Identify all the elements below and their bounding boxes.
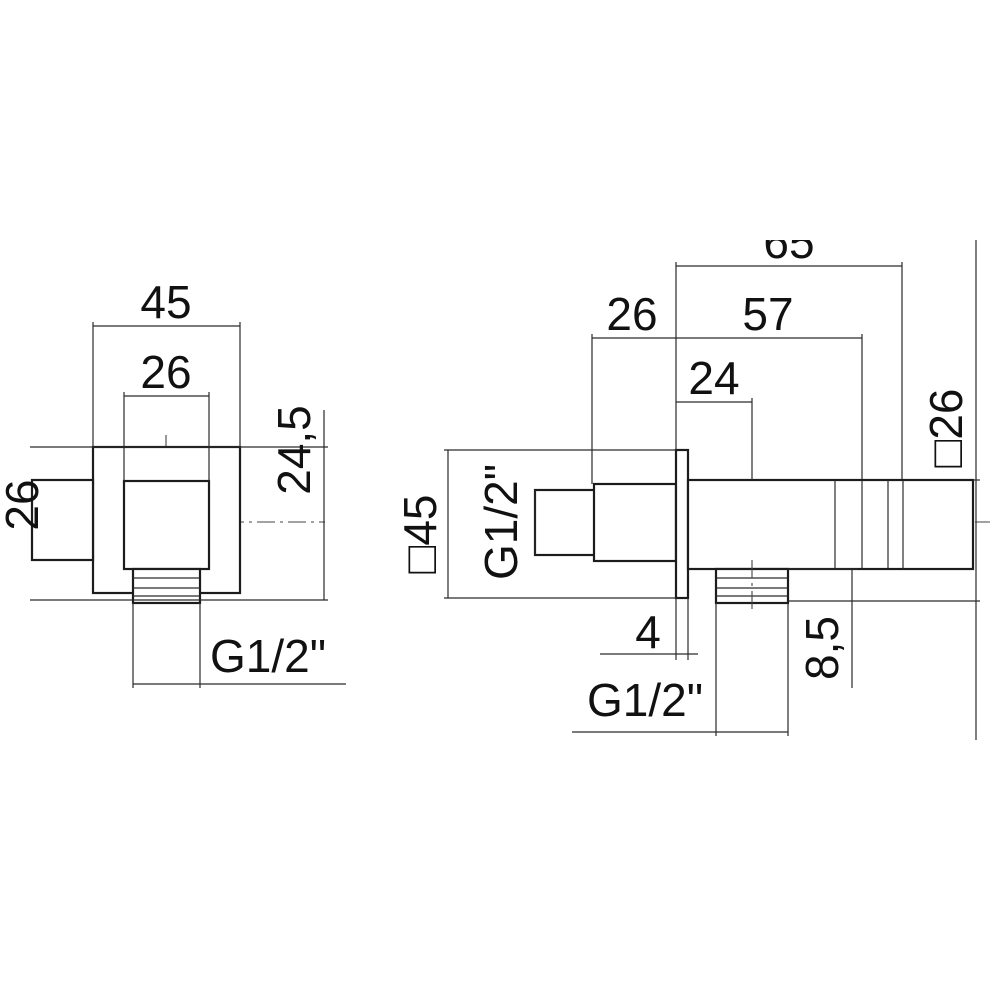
front-width-inner-label: 26 [140, 346, 191, 398]
side-outlet-offset-label: 24 [688, 352, 739, 404]
front-height-label: 24,5 [268, 405, 320, 495]
side-outlet-thread-label: G1/2" [587, 674, 703, 726]
side-flange-thickness-label: 4 [635, 606, 661, 658]
side-flange-plate [674, 448, 690, 600]
side-flange-square-label: □45 [394, 495, 446, 574]
side-inlet-thread-label: G1/2" [475, 464, 527, 580]
side-body-square-label: □26 [920, 389, 972, 468]
side-view: 65 26 57 24 □26 □45 G1/2" 4 G1/2" [394, 216, 990, 740]
front-cropped-label: 26 [0, 479, 48, 530]
side-outlet-height-label: 8,5 [796, 616, 848, 680]
front-left-block [30, 478, 95, 562]
side-flange-to-spigot-label: 26 [606, 288, 657, 340]
side-overall-length-label: 65 [763, 216, 814, 268]
side-body [686, 478, 975, 571]
side-inlet-shoulder [592, 482, 678, 563]
side-body-length-label: 57 [742, 288, 793, 340]
front-width-outer-label: 45 [140, 276, 191, 328]
side-inlet-spigot [533, 488, 597, 557]
front-inner-square [122, 479, 211, 571]
front-view: 45 26 24,5 26 G1/2" [0, 276, 346, 688]
front-thread-label: G1/2" [210, 630, 326, 682]
front-outlet-nut [131, 567, 202, 605]
